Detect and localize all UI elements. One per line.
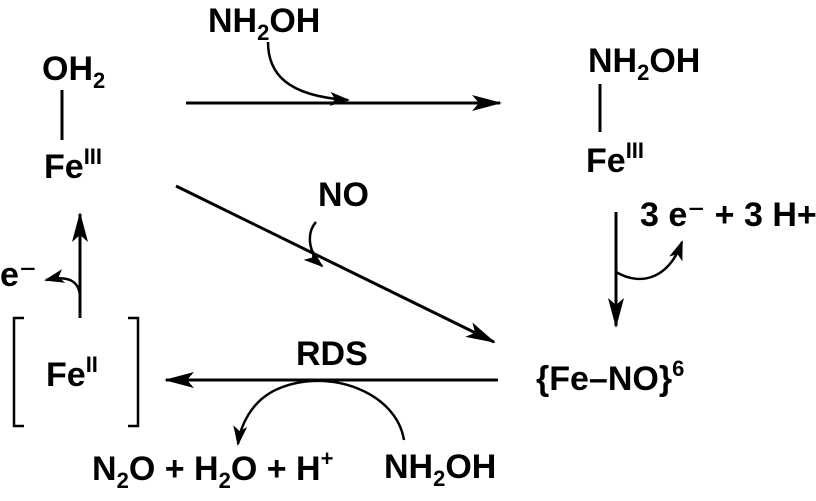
arrow-reduction: 3 e⁻ + 3 H+ [608,196,816,328]
no-label: NO [318,176,369,214]
arrow-oxidation: e⁻ [0,212,88,318]
redox-label: 3 e⁻ + 3 H+ [640,196,816,234]
hydroxylamine-ligand: NH2OH [588,42,700,85]
redox-curved-arrow [615,240,684,281]
products-label: N2O + H2O + H+ [92,446,333,493]
top-curved-arrow [266,41,350,106]
species-fe2: FeII [12,316,140,428]
left-bracket [12,316,24,428]
aqua-ligand: OH2 [42,50,105,93]
electron-curved-arrow [44,269,82,299]
diagonal-curved-arrow [303,221,324,268]
arrow-rds: RDS NH2OH N2O + H2O + H+ [92,335,498,493]
right-bracket [128,316,140,428]
top-reagent-label: NH2OH [208,2,320,45]
fe2-label: FeII [46,352,98,394]
fe-no-label: {Fe–NO}6 [536,356,684,398]
arrow-no-binding: NO [175,176,496,344]
electron-label: e⁻ [0,256,37,294]
diagonal-main-arrow [175,184,496,344]
rds-label: RDS [296,335,368,373]
fe3-label-left: FeIII [44,144,102,186]
species-fe3-hydroxylamine: NH2OH FeIII [586,42,700,180]
bottom-reagent-label: NH2OH [384,448,496,491]
arrow-nh2oh-binding: NH2OH [186,2,502,111]
bottom-curved-arrow [233,379,406,446]
fe3-label-right: FeIII [586,138,644,180]
species-fe3-aqua: OH2 FeIII [42,50,105,186]
